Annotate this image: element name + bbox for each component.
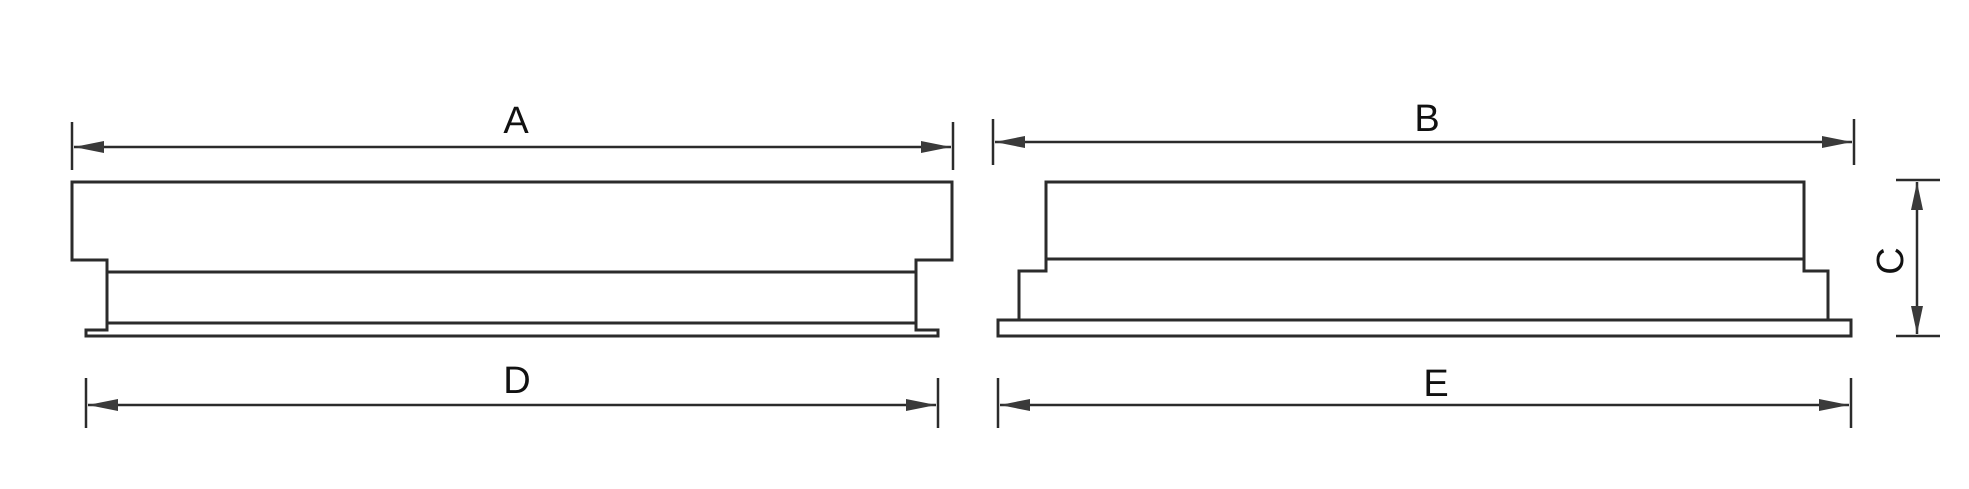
dimension-b-label: B xyxy=(1414,98,1439,140)
front-view-outline xyxy=(70,180,954,338)
dimension-e-arrow-right xyxy=(1819,399,1849,411)
side-view: B C E xyxy=(991,98,1940,428)
dimension-c-arrow-top xyxy=(1911,182,1923,210)
dimension-d-label: D xyxy=(503,360,530,402)
dimension-a-arrow-left xyxy=(74,141,104,153)
dimension-a-arrow-right xyxy=(921,141,951,153)
dimension-d-arrow-left xyxy=(88,399,118,411)
dimension-e-label: E xyxy=(1423,363,1448,405)
front-view: A D xyxy=(70,100,955,428)
dimension-c-arrow-bottom xyxy=(1911,306,1923,334)
dimension-b-arrow-left xyxy=(995,136,1025,148)
dimension-b-arrow-right xyxy=(1822,136,1852,148)
dimension-e: E xyxy=(996,363,1853,428)
dimension-a: A xyxy=(70,100,955,170)
dimension-d: D xyxy=(84,360,940,428)
dimension-c: C xyxy=(1870,178,1940,338)
dimension-c-label: C xyxy=(1870,247,1912,274)
dimension-a-label: A xyxy=(503,100,529,142)
dimension-b: B xyxy=(991,98,1856,165)
dimension-d-arrow-right xyxy=(906,399,936,411)
dimension-e-arrow-left xyxy=(1000,399,1030,411)
side-view-outline xyxy=(996,180,1853,338)
